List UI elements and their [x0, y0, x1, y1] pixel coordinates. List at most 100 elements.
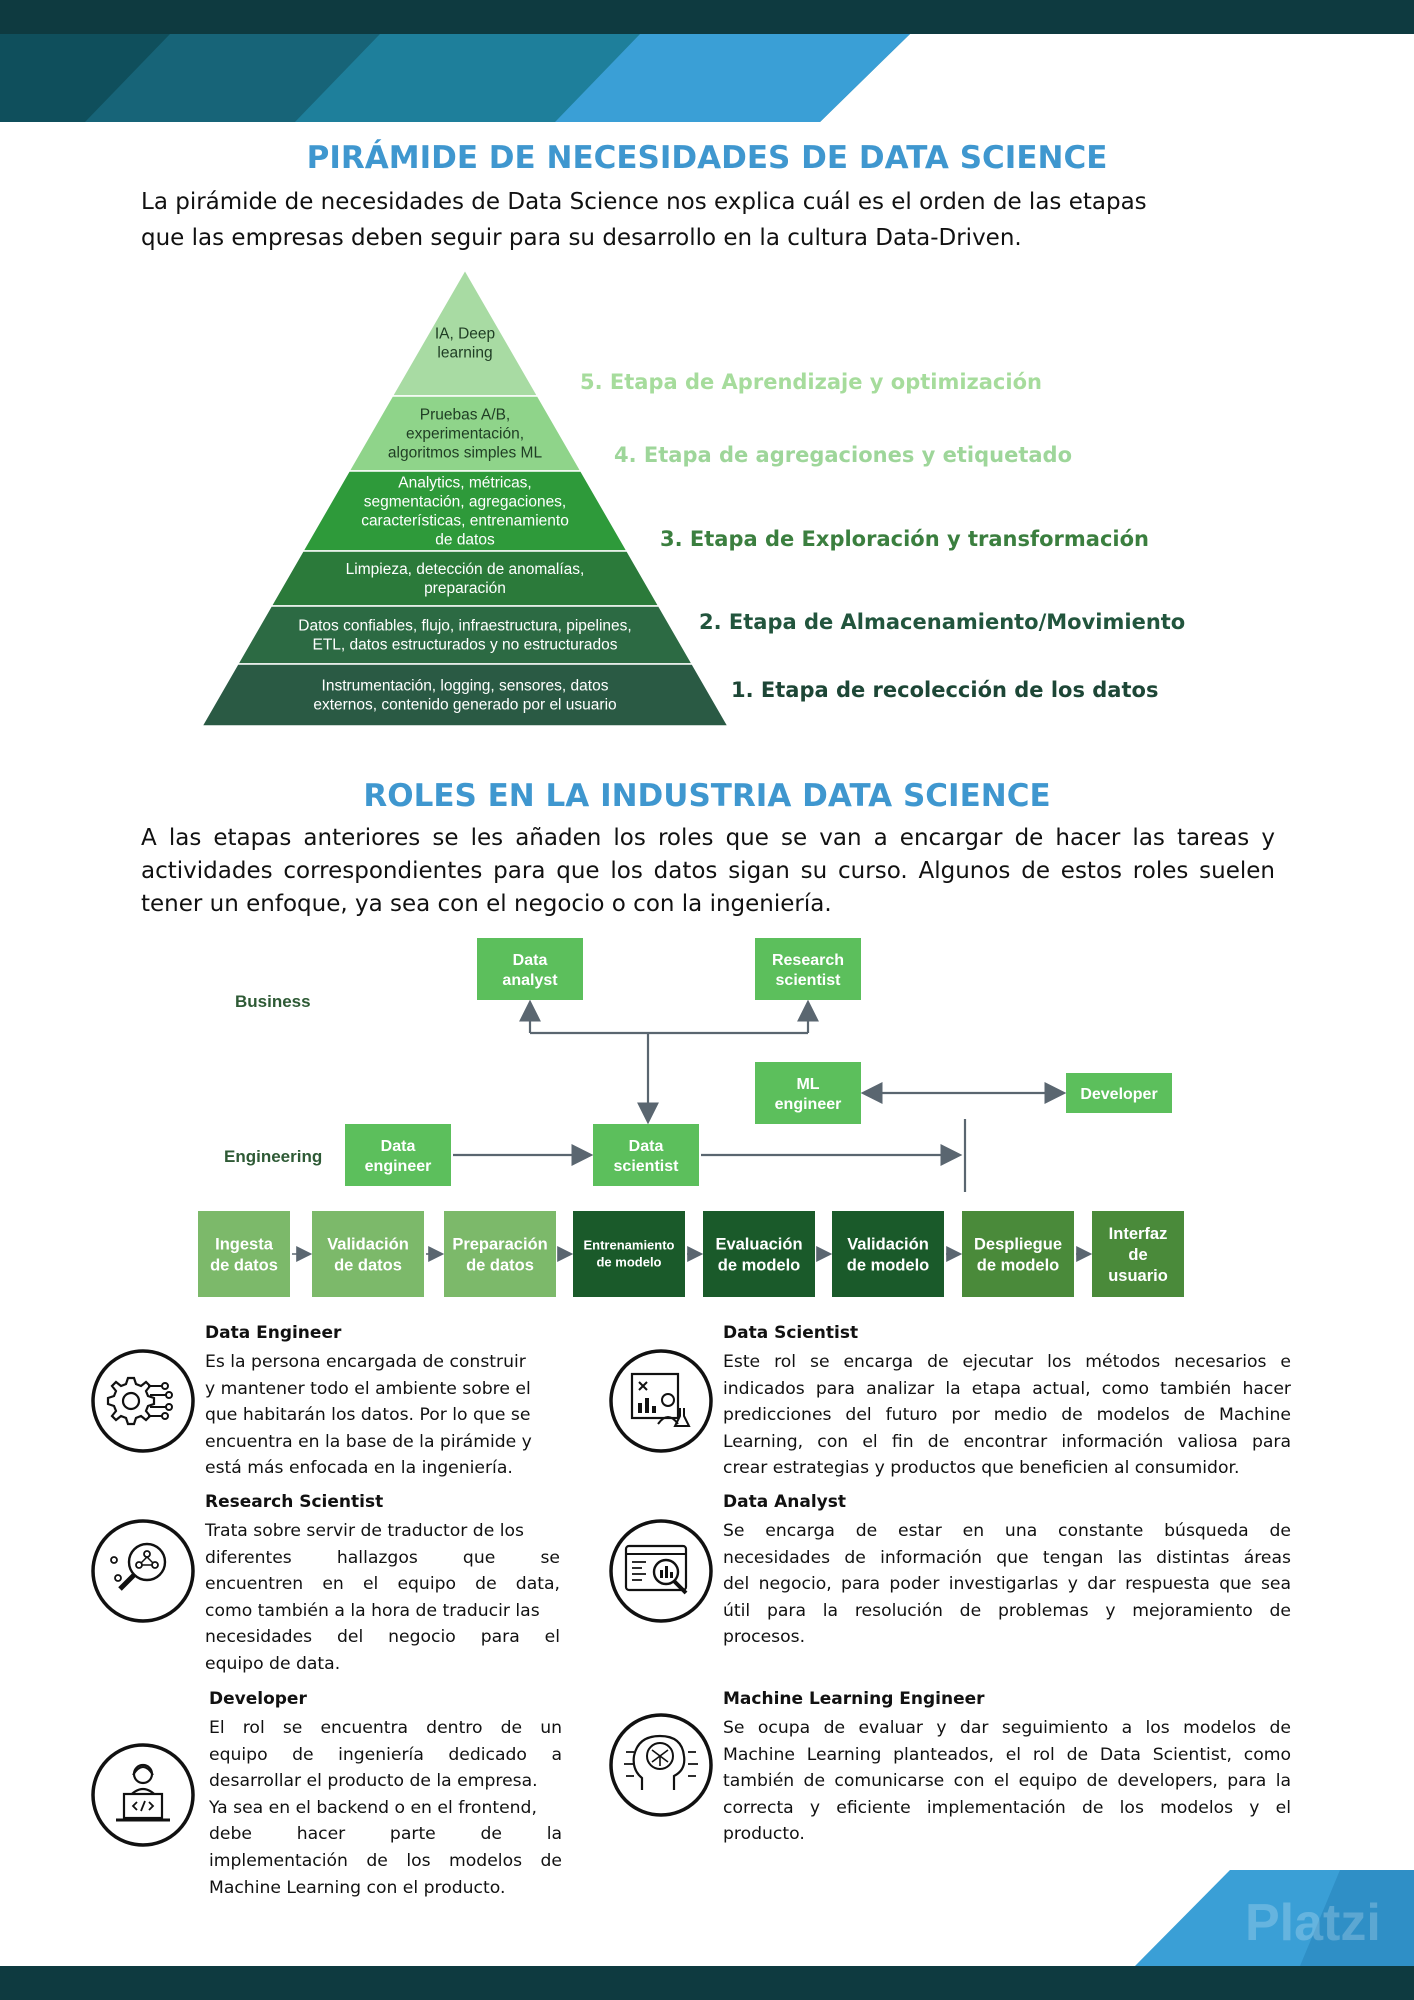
data-analyst-box: Data analyst [477, 938, 583, 1000]
pyramid-level-2-text: ETL, datos estructurados y no estructura… [313, 637, 618, 654]
svg-text:scientist: scientist [614, 1158, 680, 1175]
svg-text:analyst: analyst [502, 972, 558, 989]
role-card-title: Data Scientist [723, 1323, 859, 1343]
engineering-label: Engineering [224, 1147, 322, 1166]
scientist-board-icon [608, 1348, 714, 1454]
role-card-line: que habitarán los datos. Por lo que se [205, 1405, 531, 1426]
pyramid-intro-line-1: La pirámide de necesidades de Data Scien… [141, 189, 1147, 215]
svg-text:Data: Data [629, 1138, 664, 1155]
svg-text:engineer: engineer [775, 1096, 842, 1113]
pyramid-level-3-text: preparación [424, 580, 506, 597]
svg-text:Validación: Validación [327, 1236, 409, 1254]
role-card-line: Se encarga de estar en una constante bús… [723, 1521, 1291, 1541]
role-card-line: El rol se encuentra dentro de un [209, 1718, 562, 1738]
svg-text:de datos: de datos [466, 1257, 534, 1275]
role-card-line: encuentren en el equipo de data, [205, 1574, 560, 1595]
role-card-line: Learning, con el fin de encontrar inform… [723, 1431, 1291, 1452]
role-card-line: indicados para analizar la etapa actual,… [723, 1378, 1291, 1399]
pipeline-step-5: Evaluación de modelo [703, 1211, 815, 1297]
svg-text:Research: Research [772, 952, 844, 969]
stage-label-5: 5. Etapa de Aprendizaje y optimización [580, 370, 1042, 394]
stage-label-2: 2. Etapa de Almacenamiento/Movimiento [699, 610, 1186, 634]
developer-box: Developer [1066, 1073, 1172, 1113]
role-card-line: desarrollar el producto de la empresa. [209, 1771, 538, 1792]
role-card-line: procesos. [723, 1627, 806, 1648]
svg-text:de modelo: de modelo [596, 1255, 661, 1270]
role-card-description: Es la persona encargada de construir y ma… [205, 1349, 560, 1482]
pyramid-level-5-text: algoritmos simples ML [388, 445, 543, 462]
role-card-line: correcta y eficiente implementación de l… [723, 1797, 1291, 1818]
pyramid-level-4-text: de datos [435, 532, 495, 549]
pyramid-level-4-text: segmentación, agregaciones, [364, 494, 567, 511]
role-card-description: Se ocupa de evaluar y dar seguimiento a … [723, 1715, 1291, 1848]
roles-intro: A las etapas anteriores se les añaden lo… [141, 822, 1275, 921]
ml-engineer-box: ML engineer [755, 1062, 861, 1124]
svg-text:engineer: engineer [365, 1158, 432, 1175]
role-card-description: Trata sobre servir de traductor de los di… [205, 1518, 560, 1678]
svg-text:Data: Data [513, 952, 548, 969]
role-card-line: Machine Learning con el producto. [209, 1877, 506, 1898]
role-card-description: Este rol se encarga de ejecutar los méto… [723, 1349, 1291, 1482]
pyramid-level-5-text: Pruebas A/B, [420, 407, 510, 424]
role-card-title: Data Engineer [205, 1323, 342, 1343]
role-card-line: Trata sobre servir de traductor de los [205, 1521, 524, 1541]
role-card-line: Machine Learning planteados, el rol de D… [723, 1744, 1291, 1765]
svg-text:Despliegue: Despliegue [974, 1236, 1062, 1254]
svg-text:Developer: Developer [1080, 1086, 1157, 1103]
pyramid-level-1-text: Instrumentación, logging, sensores, dato… [322, 678, 609, 695]
svg-text:Entrenamiento: Entrenamiento [583, 1238, 674, 1253]
pyramid-level-4-text: Analytics, métricas, [398, 475, 532, 492]
pyramid-level-1-text: externos, contenido generado por el usua… [313, 697, 616, 714]
role-card-description: El rol se encuentra dentro de un equipo d… [209, 1715, 562, 1901]
pipeline-step-4: Entrenamiento de modelo [573, 1211, 685, 1297]
pyramid-level-5-text: experimentación, [406, 426, 524, 443]
role-card-line: Se ocupa de evaluar y dar seguimiento a … [723, 1718, 1291, 1738]
role-card-line: del negocio, para poder investigarlas y … [723, 1574, 1291, 1595]
pyramid-level-4-text: características, entrenamiento [361, 513, 569, 530]
svg-text:Ingesta: Ingesta [215, 1236, 274, 1254]
gear-circuit-icon [90, 1348, 196, 1454]
roles-section-title: ROLES EN LA INDUSTRIA DATA SCIENCE [363, 778, 1051, 814]
svg-text:ML: ML [796, 1076, 819, 1093]
pyramid-section-title: PIRÁMIDE DE NECESIDADES DE DATA SCIENCE [306, 140, 1108, 176]
svg-text:de modelo: de modelo [977, 1257, 1060, 1275]
platzi-watermark: Platzi [1245, 1894, 1381, 1952]
role-card-title: Machine Learning Engineer [723, 1689, 985, 1709]
role-card-line: implementación de los modelos de [209, 1850, 562, 1871]
data-engineer-box: Data engineer [345, 1124, 451, 1186]
role-card-line: debe hacer parte de la [209, 1824, 562, 1845]
magnifier-network-icon [90, 1518, 196, 1624]
role-card-title: Research Scientist [205, 1492, 384, 1512]
role-card-line: Es la persona encargada de construir [205, 1352, 526, 1372]
role-card-line: predicciones del futuro por medio de mod… [723, 1405, 1291, 1426]
role-card-line: equipo de data. [205, 1653, 341, 1674]
svg-text:usuario: usuario [1108, 1267, 1168, 1285]
data-scientist-box: Data scientist [593, 1124, 699, 1186]
svg-text:de modelo: de modelo [718, 1257, 801, 1275]
svg-text:Preparación: Preparación [452, 1236, 547, 1254]
svg-text:Evaluación: Evaluación [715, 1236, 802, 1254]
developer-laptop-icon [90, 1742, 196, 1848]
svg-text:de modelo: de modelo [847, 1257, 930, 1275]
roles-intro-line-3: tener un enfoque, ya sea con el negocio … [141, 891, 832, 917]
role-card-title: Data Analyst [723, 1492, 846, 1512]
role-card-line: y mantener todo el ambiente sobre el [205, 1378, 531, 1399]
role-card-line: equipo de ingeniería dedicado a [209, 1744, 562, 1765]
role-card-title: Developer [209, 1689, 307, 1709]
svg-text:de datos: de datos [210, 1257, 278, 1275]
svg-text:de: de [1128, 1246, 1147, 1264]
svg-text:Data: Data [381, 1138, 416, 1155]
stage-label-4: 4. Etapa de agregaciones y etiquetado [614, 443, 1073, 467]
svg-text:Validación: Validación [847, 1236, 929, 1254]
stage-label-1: 1. Etapa de recolección de los datos [731, 678, 1159, 702]
pyramid-level-2 [236, 605, 694, 665]
role-card-line: diferentes hallazgos que se [205, 1547, 560, 1568]
browser-magnifier-icon [608, 1518, 714, 1624]
business-label: Business [235, 992, 311, 1011]
pipeline-step-7: Despliegue de modelo [962, 1211, 1074, 1297]
pyramid-intro: La pirámide de necesidades de Data Scien… [141, 184, 1275, 256]
pyramid-level-3 [269, 550, 661, 607]
